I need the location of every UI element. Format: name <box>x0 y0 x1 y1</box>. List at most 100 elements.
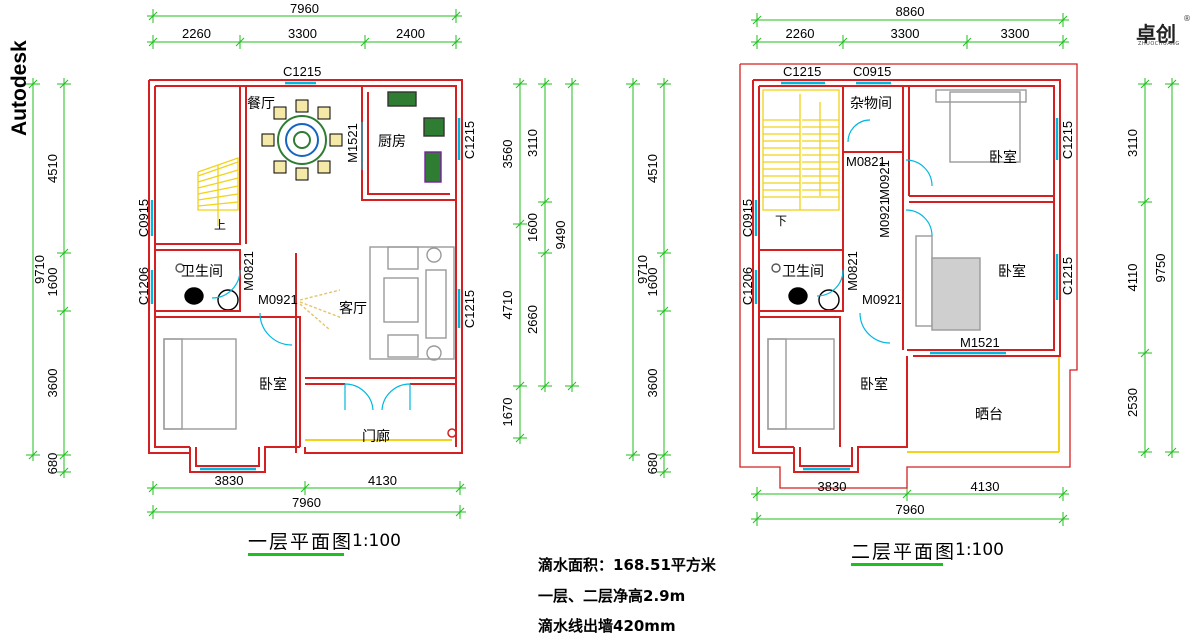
dim-tick <box>360 37 370 47</box>
dim-tick <box>28 79 38 89</box>
tv-lines <box>299 289 343 331</box>
dim-label: 4510 <box>45 154 60 183</box>
p1-outer-wall <box>149 79 463 454</box>
dim-label: 4710 <box>500 291 515 320</box>
dim-label: 3830 <box>818 479 847 494</box>
dim-tick <box>515 381 525 391</box>
dim-tick <box>659 467 669 477</box>
dim-label: 7960 <box>292 495 321 510</box>
dim-tick <box>59 306 69 316</box>
dim-tick <box>451 37 461 47</box>
dim-tick <box>59 248 69 258</box>
dim-label: 2660 <box>525 305 540 334</box>
dim-tick <box>59 467 69 477</box>
room-porch: 门廊 <box>362 428 390 444</box>
bed-ne-head <box>935 89 1027 103</box>
dining-chair <box>261 133 275 147</box>
dim-label: 1600 <box>525 213 540 242</box>
dim-tick <box>628 450 638 460</box>
sofa-long <box>425 269 447 339</box>
label-c1215-ne: C1215 <box>1060 121 1075 159</box>
room-bedroom-sw: 卧室 <box>860 376 888 392</box>
dim-tick <box>1167 447 1177 457</box>
dim-label: 1670 <box>500 398 515 427</box>
door-porch-swing <box>344 383 411 411</box>
door-m0921-swing <box>259 312 293 346</box>
dim-label: 3560 <box>500 140 515 169</box>
openings <box>150 81 1059 471</box>
dining-chair <box>273 106 287 120</box>
dim-label: 2530 <box>1125 388 1140 417</box>
coffee-table <box>383 277 419 323</box>
dining-chair <box>273 160 287 174</box>
sink <box>423 117 445 137</box>
dim-tick <box>752 514 762 524</box>
dim-label: 680 <box>45 453 60 475</box>
room-bedroom: 卧室 <box>259 376 287 392</box>
logo-subtext: ZHUOCHUANG <box>1138 41 1180 47</box>
door-m0821-swing <box>211 269 241 299</box>
dining-chair <box>295 99 309 113</box>
dim-label: 3300 <box>1001 26 1030 41</box>
label-c0915: C0915 <box>136 199 151 237</box>
fridge <box>424 151 442 183</box>
walls <box>148 63 1078 489</box>
dim-tick <box>1058 489 1068 499</box>
dim-label: 9490 <box>553 221 568 250</box>
dim-label: 3110 <box>1125 129 1140 157</box>
dim-tick <box>148 507 158 517</box>
dim-tick <box>540 381 550 391</box>
label-c1206: C1206 <box>136 267 151 305</box>
dim-label: 9710 <box>32 255 47 284</box>
dim-label: 9710 <box>635 255 650 284</box>
dim-tick <box>455 483 465 493</box>
toilet-2 <box>788 287 808 305</box>
p1-bay-wall <box>189 446 300 473</box>
bed-1-pillow <box>163 338 183 430</box>
dim-tick <box>540 197 550 207</box>
dim-tick <box>148 11 158 21</box>
door-storage-swing <box>847 119 871 143</box>
label-c1215-top-2: C1215 <box>783 64 821 79</box>
dim-label: 4110 <box>1125 264 1140 292</box>
furniture <box>163 89 1027 430</box>
dim-tick <box>1140 79 1150 89</box>
dim-label: 9750 <box>1153 254 1168 283</box>
armchair-1 <box>387 246 419 270</box>
p2-west-wall <box>752 80 794 454</box>
p1-kitchen-wall-2 <box>367 92 450 195</box>
dim-tick <box>540 79 550 89</box>
dim-label: 680 <box>645 453 660 475</box>
dim-tick <box>455 507 465 517</box>
dim-tick <box>1058 15 1068 25</box>
brand-text: Autodesk <box>8 40 31 136</box>
stove <box>387 91 417 107</box>
bed-1 <box>163 338 237 430</box>
bed-sw <box>767 338 835 430</box>
dim-tick <box>1140 197 1150 207</box>
label-stair-down: 下 <box>775 214 787 228</box>
dining-chair <box>317 160 331 174</box>
dim-label: 2400 <box>396 26 425 41</box>
dim-label: 3600 <box>645 369 660 398</box>
plan2-title-underline <box>851 563 943 566</box>
dining-table-center <box>293 131 311 149</box>
logo-text: 卓创 <box>1136 22 1176 46</box>
dim-tick <box>567 381 577 391</box>
dim-tick <box>659 450 669 460</box>
p1-column <box>447 428 457 438</box>
dim-tick <box>1140 348 1150 358</box>
label-stair-up: 上 <box>214 218 226 232</box>
room-bedroom-e: 卧室 <box>998 263 1026 279</box>
armchair-2 <box>387 334 419 358</box>
bed-e <box>931 257 981 331</box>
dining-chair <box>329 133 343 147</box>
dim-label: 3830 <box>215 473 244 488</box>
label-m0821: M0821 <box>241 251 256 291</box>
plan1-scale: 1:100 <box>352 531 401 551</box>
room-kitchen: 厨房 <box>378 133 406 149</box>
dim-label: 4130 <box>971 479 1000 494</box>
dim-tick <box>659 306 669 316</box>
p2-bay-wall <box>793 356 908 473</box>
